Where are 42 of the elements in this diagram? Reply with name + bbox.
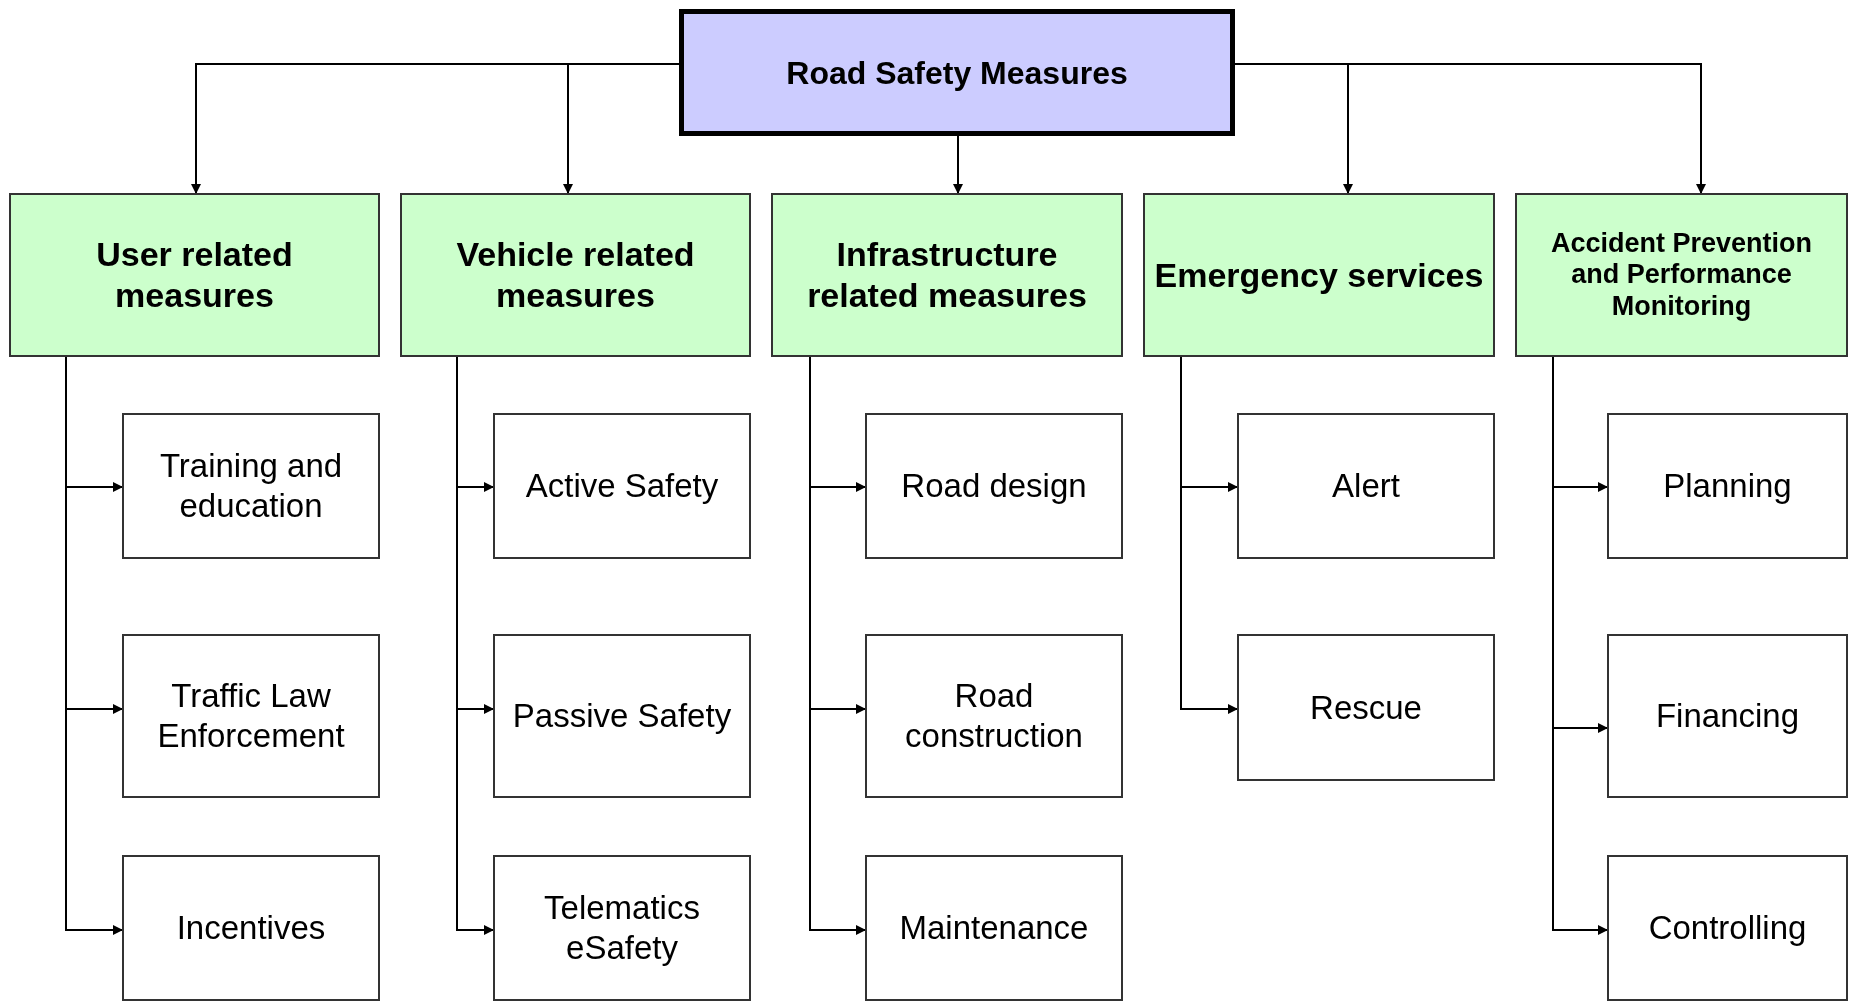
measure-box	[493, 413, 751, 559]
node-label: Road design	[901, 466, 1087, 506]
node-label: Passive Safety	[512, 696, 732, 736]
measure-box	[1607, 855, 1848, 1001]
node-label: Planning	[1663, 466, 1792, 506]
measure-box	[865, 855, 1123, 1001]
category-box	[1515, 193, 1848, 357]
arrow	[953, 135, 963, 194]
node-label: Incentives	[176, 908, 326, 948]
node-label: Alert	[1332, 466, 1400, 506]
node-label: Rescue	[1310, 687, 1422, 728]
category-box	[9, 193, 380, 357]
node-label: Accident Prevention and Performance Monitoring	[1549, 228, 1814, 322]
arrow	[563, 63, 680, 194]
node-label: Infrastructure related measures	[806, 234, 1088, 316]
measure-box	[1607, 634, 1848, 798]
category-box	[1143, 193, 1495, 357]
node-label: Maintenance	[899, 908, 1089, 948]
measure-box	[865, 634, 1123, 798]
node-label: Road Safety Measures	[786, 53, 1128, 93]
measure-box	[122, 413, 380, 559]
measure-box	[122, 855, 380, 1001]
category-box	[771, 193, 1123, 357]
category-box	[400, 193, 751, 357]
node-label: Active Safety	[525, 466, 719, 506]
measure-box	[1237, 634, 1495, 781]
measure-box	[1607, 413, 1848, 559]
node-label: Vehicle related measures	[455, 234, 696, 316]
node-label: Controlling	[1648, 908, 1807, 948]
node-label: Telematics eSafety	[543, 888, 701, 968]
node-label: Financing	[1655, 696, 1800, 736]
node-label: Emergency services	[1154, 254, 1484, 296]
measure-box	[493, 855, 751, 1001]
node-label: Training and education	[158, 446, 344, 526]
node-label: User related measures	[95, 234, 294, 316]
node-label: Traffic Law Enforcement	[156, 676, 346, 756]
measure-box	[122, 634, 380, 798]
root-box	[679, 9, 1235, 136]
measure-box	[1237, 413, 1495, 559]
node-label: Road construction	[904, 676, 1084, 756]
measure-box	[493, 634, 751, 798]
measure-box	[865, 413, 1123, 559]
